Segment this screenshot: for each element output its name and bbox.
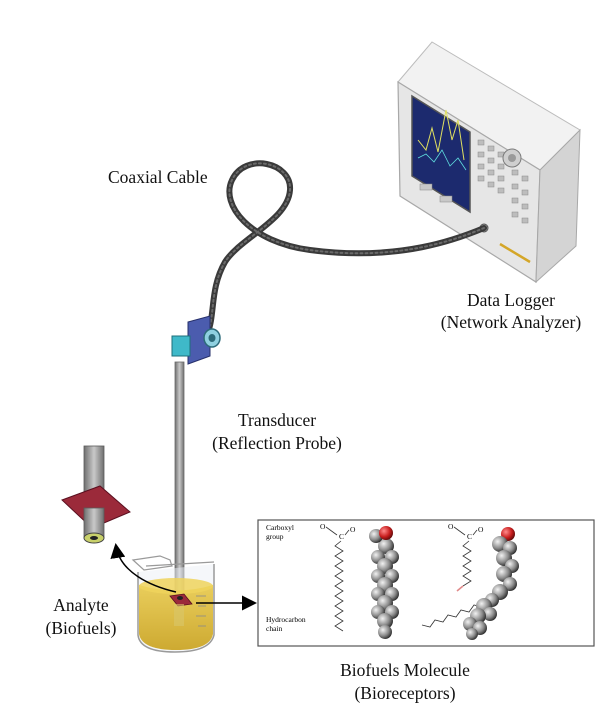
skeletal-formula-unsaturated: O O C: [421, 522, 488, 628]
transducer-label-line1: Transducer: [237, 410, 317, 430]
carboxyl-label-line1: Carboxyl: [266, 523, 294, 532]
svg-text:O: O: [320, 522, 326, 531]
analyzer-keypad: [477, 139, 529, 224]
svg-text:C: C: [467, 532, 472, 541]
probe-tip-zoom: [61, 445, 131, 544]
carboxyl-label-line2: group: [266, 532, 284, 541]
analyte-label-line2: (Biofuels): [45, 618, 117, 638]
probe-rod: [174, 361, 185, 599]
svg-text:C: C: [339, 532, 344, 541]
data-logger-label-line2: (Network Analyzer): [440, 312, 582, 332]
svg-text:O: O: [478, 525, 484, 534]
coaxial-cable-label: Coaxial Cable: [108, 167, 208, 187]
beaker: [131, 555, 215, 653]
svg-text:O: O: [350, 525, 356, 534]
hydrocarbon-label-line1: Hydrocarbon: [266, 615, 306, 624]
space-filling-model-saturated: [369, 526, 399, 639]
molecule-label-line2: (Bioreceptors): [354, 683, 456, 703]
transducer-label-line2: (Reflection Probe): [212, 433, 342, 453]
molecule-label-line1: Biofuels Molecule: [340, 660, 470, 680]
analyzer-screen: [411, 94, 471, 214]
skeletal-formula-saturated: O O C: [320, 522, 356, 632]
space-filling-model-unsaturated: [463, 527, 519, 640]
data-logger-label-line1: Data Logger: [467, 290, 555, 310]
network-analyzer: [397, 41, 581, 284]
hydrocarbon-label-line2: chain: [266, 624, 282, 633]
svg-text:O: O: [448, 522, 454, 531]
analyte-label-line1: Analyte: [53, 595, 109, 615]
molecule-panel: Carboxyl group Hydrocarbon chain O O C: [257, 519, 595, 647]
zoom-arrow: [110, 543, 177, 593]
probe-head: [171, 315, 221, 365]
